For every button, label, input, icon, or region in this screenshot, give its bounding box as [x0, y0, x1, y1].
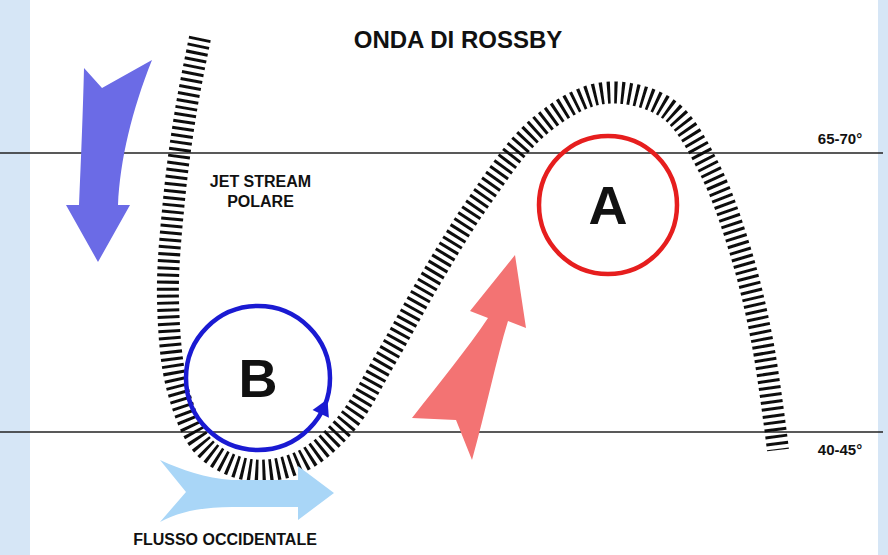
- latitude-line: [0, 152, 883, 153]
- pressure-circle: A: [536, 133, 680, 277]
- jet-stream-wave: [168, 38, 778, 471]
- latitude-label: 40-45°: [796, 440, 884, 460]
- latitude-label: 65-70°: [796, 129, 884, 149]
- westerly-flow-arrow: [160, 460, 334, 522]
- flow-label: FLUSSO OCCIDENTALE: [90, 530, 360, 550]
- pressure-circle: B: [183, 303, 333, 453]
- latitude-line: [0, 431, 883, 432]
- warm-air-arrow: [412, 255, 526, 460]
- circle-outline: [539, 136, 677, 274]
- jet-stream-label: JET STREAM POLARE: [198, 172, 323, 212]
- white-panel: [30, 0, 878, 555]
- circle-outline: [186, 306, 330, 450]
- pressure-letter: B: [239, 351, 278, 405]
- diagram-title: ONDA DI ROSSBY: [258, 26, 658, 54]
- rotation-arrowhead: [313, 399, 329, 417]
- jet-stream-hatching: [168, 38, 778, 471]
- pressure-letter: A: [589, 178, 628, 232]
- cold-air-arrow: [66, 60, 152, 262]
